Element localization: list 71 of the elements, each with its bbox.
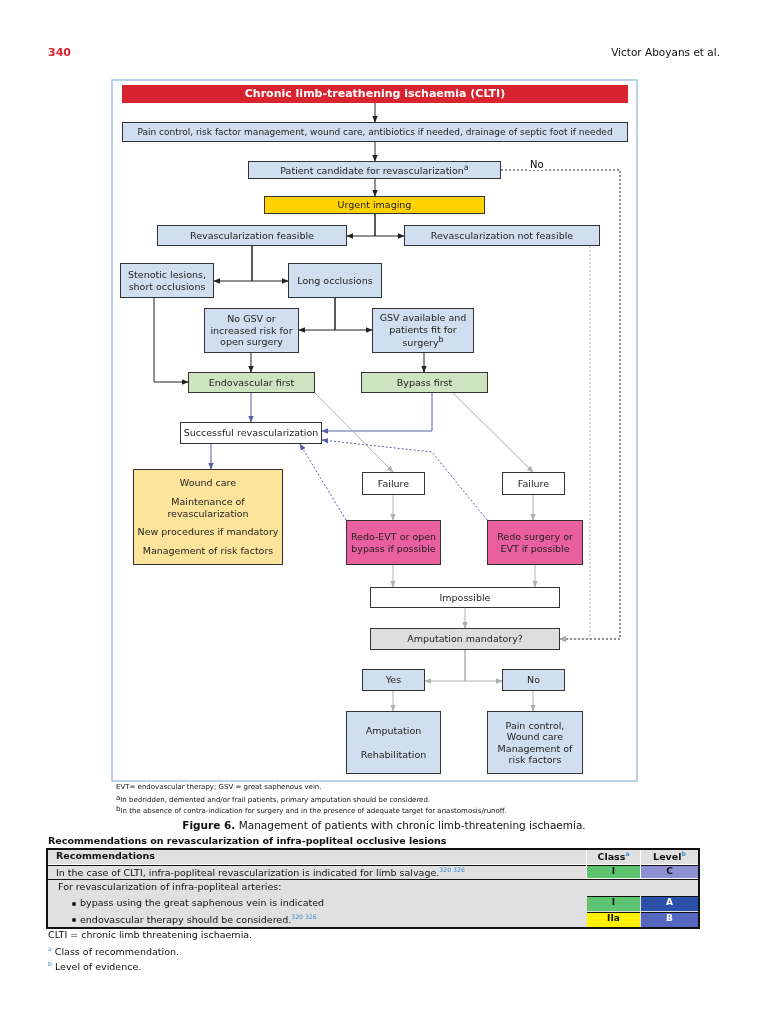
evidence-level: C: [641, 865, 698, 878]
recommendation-text: bypass using the great saphenous vein is indicated: [80, 897, 326, 910]
column-header: Level$^{b}$: [641, 850, 698, 864]
arrow: [248, 352, 254, 373]
table-note: $^{a}$ Class of recommendation.: [48, 945, 180, 958]
arrow: [334, 297, 373, 333]
column-header: Class$^{a}$: [587, 850, 640, 864]
arrow: [559, 245, 591, 642]
arrow: [532, 564, 538, 588]
arrow: [314, 392, 394, 473]
class-grade: I: [587, 865, 640, 878]
flow-box: Impossible: [370, 587, 560, 608]
arrow: [248, 392, 254, 423]
flow-box: Redo surgery or EVT if possible: [487, 520, 583, 565]
arrow: [462, 607, 468, 629]
arrow: [464, 649, 503, 684]
arrow: [321, 437, 488, 521]
arrow: [251, 245, 289, 284]
arrow: [299, 443, 347, 521]
table-note: CLTI = chronic limb threatening ischaemia.: [48, 929, 254, 942]
arrow: [372, 178, 378, 197]
flow-box: Yes: [362, 669, 425, 691]
arrow: [372, 141, 378, 162]
flow-box: Stenotic lesions, short occlusions: [120, 263, 214, 298]
arrow: [421, 352, 427, 373]
recommendation-text: In the case of CLTI, infra-popliteal revascularization is indicated for limb salvage.$^{320 326}$: [48, 865, 586, 879]
flow-box: Amputation Rehabilitation: [346, 711, 441, 774]
arrow: [153, 297, 189, 385]
page-number: 340: [48, 46, 72, 60]
table-title: Recommendations on revascularization of infra-popliteal occlusive lesions: [48, 835, 448, 848]
flow-box: Successful revascularization: [180, 422, 322, 444]
arrow: [374, 213, 405, 239]
class-grade: IIa: [587, 912, 640, 927]
recommendation-text: For revascularization of infra-popliteal arteries:: [58, 881, 283, 894]
flow-box: Revascularization not feasible: [404, 225, 600, 246]
flow-box: Patient candidate for revascularization$^{a}$: [248, 161, 501, 179]
arrow: [390, 494, 396, 521]
flow-box: Redo-EVT or open bypass if possible: [346, 520, 441, 565]
arrow: [452, 392, 534, 473]
arrow: [390, 564, 396, 588]
flow-box: Bypass first: [361, 372, 488, 393]
flow-box: GSV available and patients fit for surgery$^{b}$: [372, 308, 474, 353]
decision-box: Amputation mandatory?: [370, 628, 560, 650]
arrow: [390, 690, 396, 712]
author-header: Victor Aboyans et al.: [610, 46, 720, 60]
flow-box: Long occlusions: [288, 263, 382, 298]
title-banner: Chronic limb-treathening ischaemia (CLTI): [122, 85, 628, 103]
arrow: [208, 443, 214, 470]
flow-box: Failure: [502, 472, 565, 495]
evidence-level: B: [641, 912, 698, 927]
flow-box: Pain control, Wound care Management of risk factors: [487, 711, 583, 774]
figure-caption: Figure 6. Management of patients with chronic limb-threatening ischaemia.: [181, 819, 587, 832]
arrow: [530, 690, 536, 712]
flow-box: Revascularization feasible: [157, 225, 347, 246]
flow-box: Wound care Maintenance of revascularization New procedures if mandatory Management of risk factors: [133, 469, 283, 565]
process-box: Urgent imaging: [264, 196, 485, 214]
arrow: [500, 169, 621, 642]
class-grade: I: [587, 896, 640, 911]
evidence-level: A: [641, 896, 698, 911]
flow-box: Pain control, risk factor management, wound care, antibiotics if needed, drainage of septic foot if needed: [122, 122, 628, 142]
arrow: [372, 102, 378, 123]
flow-box: Failure: [362, 472, 425, 495]
edge-label: No: [528, 159, 546, 170]
arrow: [530, 494, 536, 521]
column-header: Recommendations: [48, 850, 586, 864]
arrow: [321, 392, 433, 434]
flow-box: No GSV or increased risk for open surgery: [204, 308, 299, 353]
recommendation-text: endovascular therapy should be considered.$^{320 326}$: [80, 913, 318, 926]
flow-box: Endovascular first: [188, 372, 315, 393]
flow-box: No: [502, 669, 565, 691]
table-note: $^{b}$ Level of evidence.: [48, 960, 143, 973]
